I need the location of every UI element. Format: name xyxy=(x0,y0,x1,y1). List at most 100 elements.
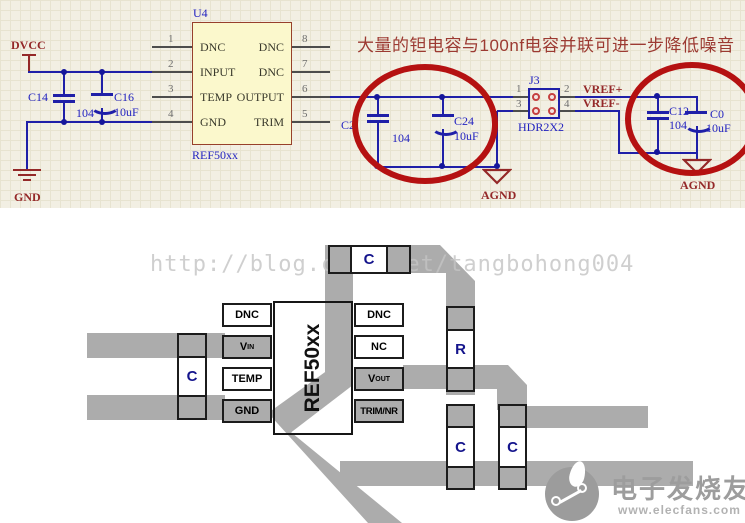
wire-gnd-drop xyxy=(26,121,28,171)
pcb-pad-trim-nr: TRIM/NR xyxy=(354,399,404,423)
bottom-cap1-body: C xyxy=(446,426,475,468)
pad-label: V xyxy=(367,373,376,385)
pin-name: DNC xyxy=(258,40,284,54)
cap-curved-plate xyxy=(90,96,120,115)
pad-label: V xyxy=(239,341,248,353)
pcb-pad-dnc-right: DNC xyxy=(354,303,404,327)
connector-part-number: HDR2X2 xyxy=(518,120,565,134)
cap-plate xyxy=(53,94,75,97)
pin-number: 2 xyxy=(564,83,570,95)
pin-stub xyxy=(560,96,575,98)
pin-stub xyxy=(152,96,192,98)
pin-stub xyxy=(292,96,330,98)
resistor-pad xyxy=(446,306,475,331)
pad-label: DNC xyxy=(235,309,259,321)
logo-pad-ring xyxy=(577,483,587,493)
wire-segment xyxy=(63,72,65,94)
cap-ref-c16: C16 xyxy=(114,90,135,104)
cap-value-c14: 104 xyxy=(76,106,94,120)
wire-ground-rail xyxy=(27,121,153,123)
pin-number: 1 xyxy=(516,83,522,95)
wire-input-rail xyxy=(28,71,153,73)
pad-label: NC xyxy=(371,341,387,353)
pin-name: OUTPUT xyxy=(236,90,284,104)
pin-number: 2 xyxy=(168,58,174,70)
pin-name: GND xyxy=(200,115,226,129)
bottom-cap1-pad xyxy=(446,404,475,428)
wire-segment xyxy=(63,103,65,122)
pin-number: 8 xyxy=(302,33,308,45)
cap-plate xyxy=(91,93,113,96)
agnd-net-label: AGND xyxy=(481,188,517,202)
connector-body-j3 xyxy=(528,88,560,119)
pin-stub xyxy=(152,121,192,123)
bottom-cap1-pad xyxy=(446,466,475,490)
left-cap-pad xyxy=(177,333,207,358)
pad-label: TRIM/NR xyxy=(360,405,398,417)
pin-stub xyxy=(560,110,575,112)
pcb-pad-dnc-left: DNC xyxy=(222,303,272,327)
junction-dot xyxy=(99,69,105,75)
cap-value-c16: 10uF xyxy=(114,105,139,119)
connector-pin xyxy=(532,107,540,115)
pcb-chip-outline xyxy=(273,301,353,435)
connector-pin xyxy=(548,93,556,101)
pad-label: GND xyxy=(234,405,260,417)
highlight-circle-right xyxy=(625,62,745,176)
wire-segment xyxy=(497,110,513,112)
junction-dot xyxy=(99,119,105,125)
pin-stub xyxy=(292,71,330,73)
resistor-pad xyxy=(446,367,475,392)
gnd-symbol-bar1 xyxy=(13,169,41,171)
pcb-pad-nc: NC xyxy=(354,335,404,359)
pin-number: 4 xyxy=(564,98,570,110)
junction-dot xyxy=(61,119,67,125)
connector-pin xyxy=(548,107,556,115)
pin-number: 6 xyxy=(302,83,308,95)
bottom-cap2-body: C xyxy=(498,426,527,468)
left-cap-pad xyxy=(177,395,207,420)
elecfans-logo-text: 电子发烧友 xyxy=(611,474,745,504)
ic-part-number: REF50xx xyxy=(192,148,239,162)
pin-stub xyxy=(152,71,192,73)
pin-name: INPUT xyxy=(200,65,236,79)
pin-number: 4 xyxy=(168,108,174,120)
pin-number: 7 xyxy=(302,58,308,70)
vref-minus-net-label: VREF- xyxy=(583,96,620,110)
cap-ref-c2: C2 xyxy=(341,118,356,132)
pin-stub xyxy=(292,46,330,48)
bottom-cap2-pad xyxy=(498,404,527,428)
top-cap-pad xyxy=(328,245,352,274)
gnd-symbol-bar3 xyxy=(23,179,31,181)
junction-dot xyxy=(61,69,67,75)
pin-stub xyxy=(513,96,528,98)
noise-annotation: 大量的钽电容与100nf电容并联可进一步降低噪音 xyxy=(357,36,735,55)
cap-ref-c14: C14 xyxy=(28,90,49,104)
trace-chevron-left xyxy=(268,352,353,434)
vref-plus-net-label: VREF+ xyxy=(583,82,623,96)
pin-stub xyxy=(513,110,528,112)
wire-segment xyxy=(496,111,498,168)
pcb-pad-gnd: GND xyxy=(222,399,272,423)
pin-name: TEMP xyxy=(200,90,233,104)
gnd-net-label: GND xyxy=(14,190,41,204)
dvcc-power-stem xyxy=(28,55,30,71)
gnd-symbol-bar2 xyxy=(18,174,36,176)
wire-segment xyxy=(101,108,103,122)
agnd-net-label: AGND xyxy=(680,178,716,192)
agnd-symbol xyxy=(482,168,512,185)
pad-label: DNC xyxy=(367,309,391,321)
left-cap-body: C xyxy=(177,356,207,397)
bottom-cap2-pad xyxy=(498,466,527,490)
ic-body-u4 xyxy=(192,22,292,145)
pcb-pad-temp: TEMP xyxy=(222,367,272,391)
junction-dot xyxy=(494,163,500,169)
pad-label-sub: OUT xyxy=(375,375,391,383)
pin-stub xyxy=(152,46,192,48)
top-cap-body: C xyxy=(350,245,388,274)
pin-number: 1 xyxy=(168,33,174,45)
resistor-body: R xyxy=(446,329,475,369)
pin-name: DNC xyxy=(258,65,284,79)
